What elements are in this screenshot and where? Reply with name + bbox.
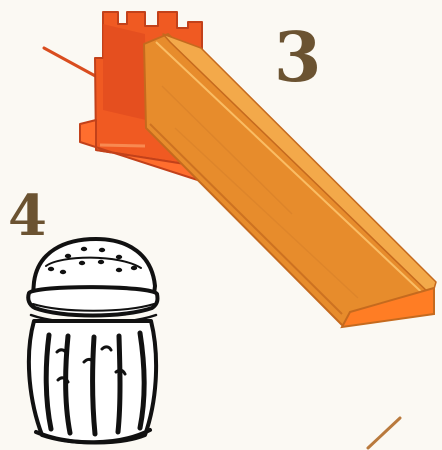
- number-label-three: 3: [274, 18, 322, 98]
- wooden-ramp-icon: [143, 33, 437, 329]
- number-label-four: 4: [8, 183, 47, 249]
- salt-shaker-icon: [26, 237, 160, 445]
- diagonal-stroke: [366, 416, 402, 450]
